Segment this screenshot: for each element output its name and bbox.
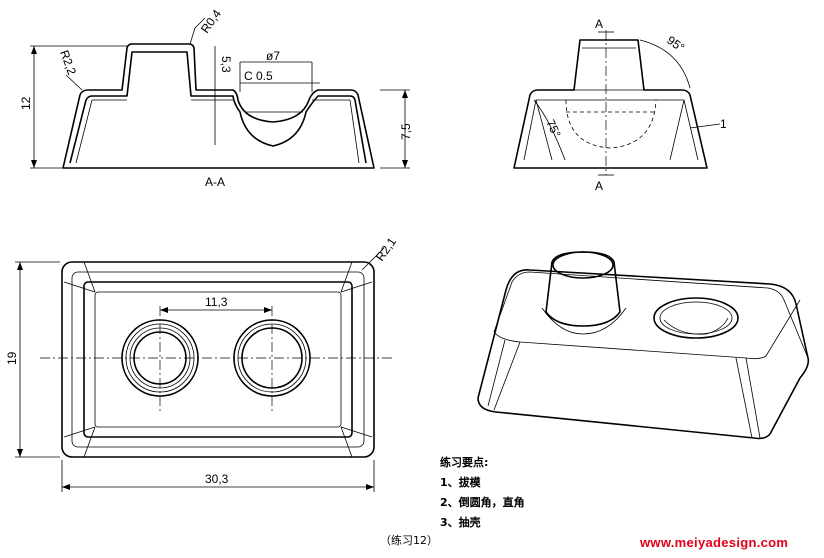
notes-item-1: 1、拔模 — [440, 476, 481, 489]
dim-19: 19 — [5, 351, 19, 365]
dim-11-3: 11,3 — [205, 295, 228, 309]
iso-boss — [545, 251, 621, 327]
section-view: R0,4 R2,2 ø7 C 0.5 5,3 12 7,5 A-A — [19, 7, 413, 189]
cut-label-bottom: A — [595, 179, 603, 193]
dim-7-5: 7,5 — [399, 123, 413, 140]
notes-item-3: 3、抽壳 — [440, 516, 481, 529]
dim-12: 12 — [19, 96, 33, 110]
exercise-caption: （练习12） — [380, 534, 438, 547]
dim-r21: R2,1 — [373, 235, 399, 264]
side-view: A A 95° 75° 1 — [513, 17, 727, 193]
section-inner-profile — [69, 51, 367, 164]
top-view: 11,3 19 30,3 R2,1 — [5, 235, 399, 492]
iso-hole — [653, 297, 739, 339]
notes-item-2: 2、倒圆角，直角 — [440, 496, 525, 509]
dim-95deg: 95° — [664, 33, 687, 55]
dim-5-3: 5,3 — [219, 56, 233, 73]
section-outer-profile — [62, 43, 375, 169]
isometric-view — [477, 251, 810, 440]
iso-outer — [477, 269, 810, 440]
notes-title: 练习要点: — [440, 456, 489, 469]
dim-r04: R0,4 — [198, 7, 224, 36]
section-label: A-A — [205, 175, 225, 189]
top-outer — [61, 261, 375, 458]
dim-c05: C 0.5 — [244, 69, 273, 83]
dim-30-3: 30,3 — [205, 472, 229, 486]
cut-label-top: A — [595, 17, 603, 31]
top-inner — [83, 281, 353, 438]
dim-phi7: ø7 — [266, 49, 280, 63]
dim-75deg: 75° — [543, 117, 563, 140]
watermark-url: www.meiyadesign.com — [640, 535, 789, 550]
dim-r22: R2,2 — [57, 48, 79, 77]
dim-1: 1 — [720, 117, 727, 131]
side-outer-profile — [513, 39, 708, 169]
practice-notes: 练习要点: 1、拔模 2、倒圆角，直角 3、抽壳 — [440, 453, 525, 533]
